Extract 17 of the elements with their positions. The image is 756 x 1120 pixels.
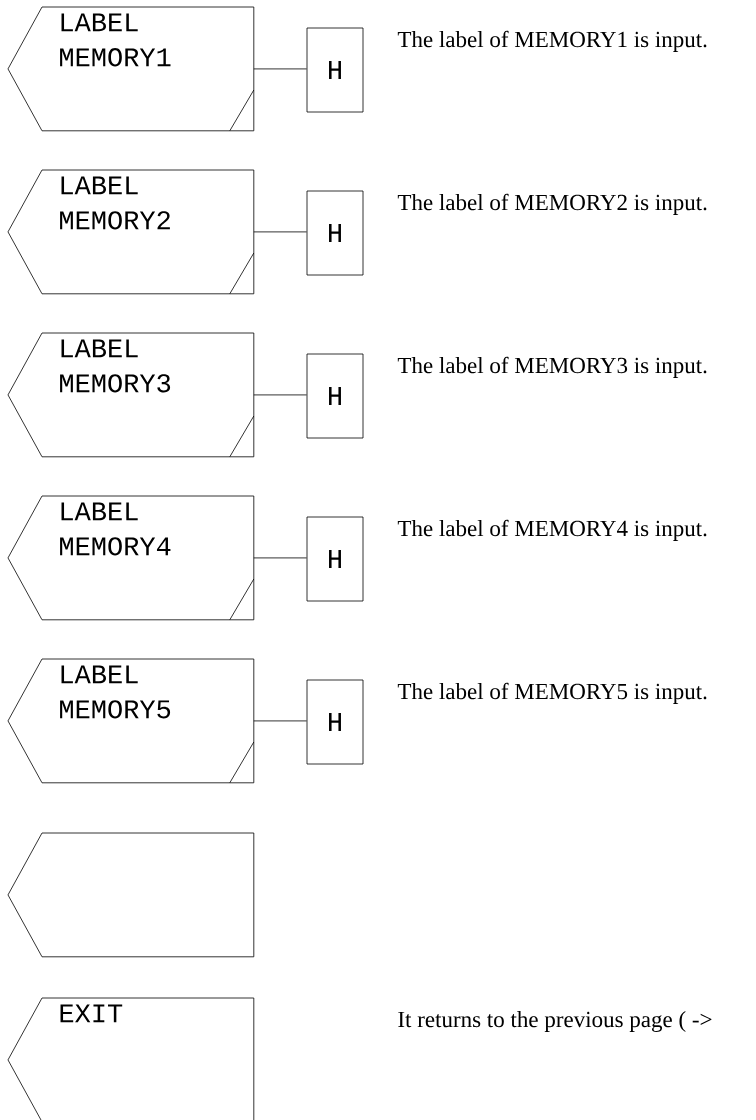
h-box: H	[306, 516, 364, 602]
description-text: The label of MEMORY4 is input.	[397, 519, 707, 541]
connector-line	[253, 231, 307, 233]
description-text: It returns to the previous page ( ->	[398, 1011, 712, 1032]
description-text: The label of MEMORY5 is input.	[397, 682, 707, 704]
description-text: The label of MEMORY1 is input.	[397, 30, 707, 52]
h-box: H	[306, 353, 364, 439]
key-shape	[7, 832, 255, 958]
connector-line	[253, 68, 307, 70]
connector-line	[253, 720, 307, 722]
connector-line	[253, 557, 307, 559]
description-text: The label of MEMORY3 is input.	[397, 356, 707, 378]
h-box: H	[306, 190, 364, 276]
h-box: H	[306, 27, 364, 113]
description-text: The label of MEMORY2 is input.	[397, 193, 707, 215]
h-box: H	[306, 679, 364, 765]
connector-line	[253, 394, 307, 396]
